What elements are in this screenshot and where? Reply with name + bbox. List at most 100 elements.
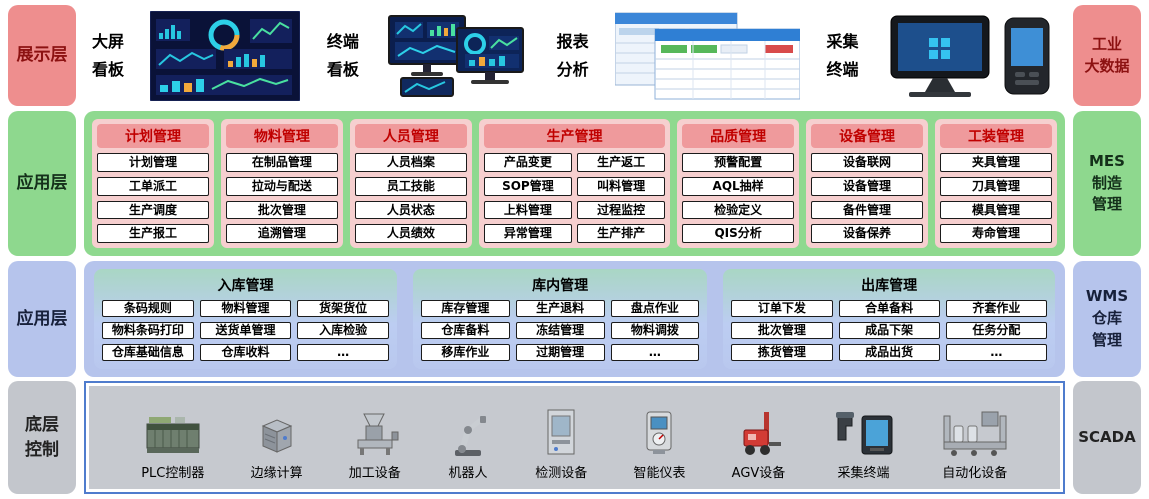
wms-function-item: 合单备料 — [838, 300, 940, 317]
display-layer-side-label: 展示层 — [8, 5, 76, 106]
mes-function-item: 检验定义 — [682, 200, 795, 220]
scada-layer-side-label: 底层 控制 — [8, 381, 76, 494]
mes-function-item: 产品变更 — [483, 153, 572, 172]
agv-icon — [743, 412, 782, 455]
mes-function-item: 过程监控 — [576, 200, 666, 220]
robot-icon — [455, 416, 487, 456]
wms-function-item: 任务分配 — [945, 322, 1047, 339]
wms-function-item: 过期管理 — [515, 344, 605, 361]
section-title: 出库管理 — [861, 278, 918, 294]
mes-function-item: 设备保养 — [811, 224, 924, 243]
wms-function-item: 批次管理 — [731, 322, 833, 339]
device-label: 机器人 — [448, 466, 488, 481]
wms-function-item: 拣货管理 — [731, 344, 833, 361]
mes-module-personnel: 人员管理 人员档案 员工技能 人员状态 人员绩效 — [349, 119, 472, 248]
device-label: 检测设备 — [535, 466, 588, 481]
wms-function-item: 生产退料 — [515, 300, 605, 317]
section-title: 库内管理 — [532, 278, 589, 294]
module-title: 品质管理 — [682, 124, 795, 148]
mes-function-item: 刀具管理 — [940, 176, 1052, 196]
collection-terminal-label: 采集 终端 — [826, 32, 859, 79]
automation-equipment-icon — [943, 411, 1007, 456]
device-plc: PLC控制器 — [141, 392, 204, 485]
device-label: 采集终端 — [837, 466, 890, 481]
mes-function-item: 寿命管理 — [940, 224, 1052, 243]
mes-module-production: 生产管理 产品变更 生产返工 SOP管理 叫料管理 上料管理 过程监控 异常管理… — [478, 119, 671, 248]
device-label: 智能仪表 — [633, 466, 686, 481]
edge-computing-icon — [261, 419, 292, 453]
device-robot: 机器人 — [447, 392, 489, 485]
device-label: 自动化设备 — [942, 466, 1008, 481]
big-screen-dashboard-image — [150, 10, 301, 101]
mes-function-item: 预警配置 — [682, 153, 795, 172]
terminal-dashboard-image — [388, 14, 525, 97]
mes-function-item: 计划管理 — [97, 153, 209, 172]
mes-function-item: 批次管理 — [225, 200, 338, 220]
wms-function-item: 齐套作业 — [945, 300, 1047, 317]
mes-module-material: 物料管理 在制品管理 拉动与配送 批次管理 追溯管理 — [220, 119, 343, 248]
module-title: 工装管理 — [940, 124, 1052, 148]
wms-layer-panel: 入库管理 条码规则 物料管理 货架货位 物料条码打印 送货单管理 入库检验 仓库… — [84, 261, 1065, 377]
mes-module-quality: 品质管理 预警配置 AQL抽样 检验定义 QIS分析 — [677, 119, 800, 248]
mes-function-item: 模具管理 — [940, 200, 1052, 220]
mes-function-item: QIS分析 — [682, 224, 795, 243]
mes-module-plan: 计划管理 计划管理 工单派工 生产调度 生产报工 — [92, 119, 214, 248]
mes-function-item: 拉动与配送 — [225, 176, 338, 196]
device-edge-computing: 边缘计算 — [251, 392, 303, 485]
mes-layer-side-label: 应用层 — [8, 111, 76, 256]
report-analysis-image — [615, 12, 801, 99]
terminal-dashboard-label: 终端 看板 — [326, 32, 359, 79]
mes-function-item: 人员状态 — [354, 200, 467, 220]
mes-function-item: 工单派工 — [97, 176, 209, 196]
mes-function-item: SOP管理 — [483, 176, 572, 196]
mes-function-item: 设备联网 — [811, 153, 924, 172]
module-title: 设备管理 — [811, 124, 924, 148]
wms-function-item: 成品出货 — [838, 344, 940, 361]
device-agv: AGV设备 — [732, 392, 785, 485]
wms-function-item: 冻结管理 — [515, 322, 605, 339]
wms-function-item: … — [610, 344, 700, 361]
scada-layer-row: 底层 控制 PLC控制器 — [8, 381, 1141, 494]
wms-function-item: 仓库基础信息 — [102, 344, 194, 361]
device-label: 边缘计算 — [250, 466, 303, 481]
mes-function-item: 生产报工 — [97, 224, 209, 243]
wms-section-internal: 库内管理 库存管理 生产退料 盘点作业 仓库备料 冻结管理 物料调拨 移库作业 … — [412, 269, 708, 369]
wms-section-outbound: 出库管理 订单下发 合单备料 齐套作业 批次管理 成品下架 任务分配 拣货管理 … — [723, 269, 1055, 369]
section-title: 入库管理 — [217, 278, 274, 294]
wms-section-inbound: 入库管理 条码规则 物料管理 货架货位 物料条码打印 送货单管理 入库检验 仓库… — [94, 269, 397, 369]
mes-function-item: 人员档案 — [354, 153, 467, 172]
display-layer-row: 展示层 大屏 看板 终端 看板 — [8, 5, 1141, 106]
wms-function-item: 条码规则 — [102, 300, 194, 317]
device-inspection-equipment: 检测设备 — [535, 392, 587, 485]
wms-function-item: … — [945, 344, 1047, 361]
device-label: 加工设备 — [348, 466, 401, 481]
device-automation-equipment: 自动化设备 — [942, 392, 1008, 485]
scada-layer-panel: PLC控制器 边缘计算 — [89, 386, 1060, 489]
big-screen-dashboard-label: 大屏 看板 — [92, 32, 125, 79]
mes-function-item: 上料管理 — [483, 200, 572, 220]
scada-layer-outer: PLC控制器 边缘计算 — [84, 381, 1065, 494]
mes-function-item: 夹具管理 — [940, 153, 1052, 172]
wms-function-item: 仓库备料 — [420, 322, 510, 339]
mes-function-item: 追溯管理 — [225, 224, 338, 243]
collection-terminal-image — [890, 15, 1050, 97]
wms-function-item: 送货单管理 — [199, 322, 292, 339]
mes-function-item: AQL抽样 — [682, 176, 795, 196]
mes-function-item: 生产调度 — [97, 200, 209, 220]
mes-function-item: 生产排产 — [576, 224, 666, 243]
device-collection-terminal: 采集终端 — [832, 392, 896, 485]
wms-function-item: 成品下架 — [838, 322, 940, 339]
wms-function-item: 库存管理 — [420, 300, 510, 317]
mes-function-item: 员工技能 — [354, 176, 467, 196]
wms-function-item: 物料调拨 — [610, 322, 700, 339]
mes-layer-row: 应用层 计划管理 计划管理 工单派工 生产调度 生产报工 物料管理 在制品管理 … — [8, 111, 1141, 256]
mes-function-item: 在制品管理 — [225, 153, 338, 172]
mes-module-equipment: 设备管理 设备联网 设备管理 备件管理 设备保养 — [806, 119, 929, 248]
module-title: 人员管理 — [354, 124, 467, 148]
smart-meter-icon — [646, 411, 672, 454]
mes-module-tooling: 工装管理 夹具管理 刀具管理 模具管理 寿命管理 — [935, 119, 1057, 248]
wms-function-item: … — [297, 344, 389, 361]
mes-function-item: 叫料管理 — [576, 176, 666, 196]
module-title: 计划管理 — [97, 124, 209, 148]
wms-function-item: 物料条码打印 — [102, 322, 194, 339]
